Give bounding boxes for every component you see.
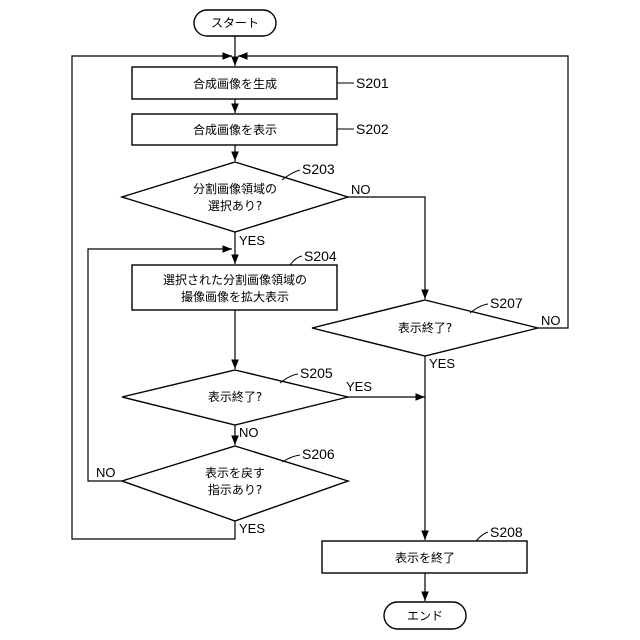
s207-no-label: NO <box>541 313 561 328</box>
end-label: エンド <box>407 609 443 623</box>
s205-no-label: NO <box>239 425 259 440</box>
process-s204: 選択された分割画像領域の 撮像画像を拡大表示 <box>132 265 337 310</box>
process-s208: 表示を終了 <box>322 541 527 573</box>
s208-label: 表示を終了 <box>395 550 455 565</box>
s205-yes-label: YES <box>346 379 372 394</box>
s205-label: 表示終了? <box>208 389 262 404</box>
s207-label: 表示終了? <box>398 320 452 335</box>
s201-step-id: S201 <box>356 75 389 91</box>
process-s202: 合成画像を表示 <box>132 114 337 145</box>
s204-leader <box>290 256 302 265</box>
s203-leader <box>282 170 300 180</box>
s204-step-id: S204 <box>304 248 337 264</box>
s205-step-id: S205 <box>300 365 333 381</box>
flow-s203-no-to-s207 <box>348 197 425 299</box>
s208-leader <box>476 532 488 541</box>
s207-step-id: S207 <box>490 295 523 311</box>
s203-no-label: NO <box>351 182 371 197</box>
s206-leader <box>282 455 300 462</box>
s202-step-id: S202 <box>356 121 389 137</box>
s203-label-line-1: 分割画像領域の <box>193 181 277 196</box>
s208-step-id: S208 <box>490 524 523 540</box>
s201-label: 合成画像を生成 <box>193 76 277 91</box>
s202-label: 合成画像を表示 <box>193 122 277 137</box>
start-terminator: スタート <box>194 10 276 36</box>
s203-label-line-2: 選択あり? <box>208 199 262 213</box>
s204-label-line-1: 選択された分割画像領域の <box>163 272 307 287</box>
s206-label-line-1: 表示を戻す <box>205 466 265 480</box>
process-s201: 合成画像を生成 <box>132 67 337 99</box>
s206-yes-label: YES <box>239 521 265 536</box>
s203-step-id: S203 <box>302 161 335 177</box>
s204-label-line-2: 撮像画像を拡大表示 <box>181 290 289 304</box>
end-terminator: エンド <box>384 602 466 629</box>
start-label: スタート <box>211 16 259 30</box>
s206-step-id: S206 <box>302 446 335 462</box>
s203-yes-label: YES <box>239 233 265 248</box>
s206-no-label: NO <box>96 465 116 480</box>
s207-yes-label: YES <box>429 356 455 371</box>
s206-label-line-2: 指示あり? <box>208 482 262 497</box>
